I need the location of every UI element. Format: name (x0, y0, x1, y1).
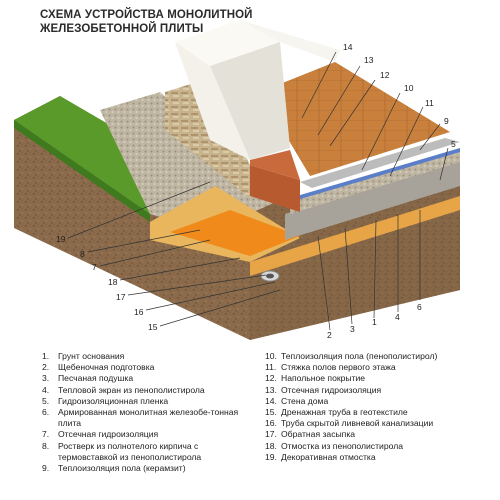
decorative-gravel (100, 92, 280, 232)
legend-item: 7.Отсечная гидроизоляция (42, 429, 159, 440)
title-line-2: ЖЕЛЕЗОБЕТОННОЙ ПЛИТЫ (40, 23, 204, 35)
sand-cushion (250, 196, 460, 276)
legend-item: 12.Напольное покрытие (265, 373, 366, 384)
legend-item: 6.Армированная монолитная железобе-тонна… (42, 407, 239, 429)
title-line-1: СХЕМА УСТРОЙСТВА МОНОЛИТНОЙ (40, 9, 253, 21)
callout-1: 1 (372, 317, 377, 327)
diagram-title: СХЕМА УСТРОЙСТВА МОНОЛИТНОЙ ЖЕЛЕЗОБЕТОНН… (40, 8, 360, 36)
house-wall (175, 20, 340, 160)
callout-3: 3 (350, 324, 355, 334)
legend-item: 4.Тепловой экран из пенополистирола (42, 384, 205, 395)
callout-8: 8 (80, 249, 85, 259)
waterproof-film (290, 148, 460, 202)
legend-item: 3.Песчаная подушка (42, 373, 134, 384)
legend-item: 5.Гидроизоляционная пленка (42, 395, 169, 406)
concrete-slab (285, 160, 460, 240)
callout-7: 7 (92, 262, 97, 272)
callout-15: 15 (148, 322, 158, 332)
foam-blind-area (170, 210, 300, 256)
legend-item: 2.Щебеночная подготовка (42, 362, 155, 373)
legend-item: 19.Декоративная отмостка (265, 451, 376, 462)
callout-17: 17 (116, 292, 126, 302)
legend-item: 17.Обратная засыпка (265, 429, 356, 440)
legend-left-column: 1.Грунт основания 2.Щебеночная подготовк… (42, 351, 252, 474)
drainage-pipe (260, 270, 280, 282)
brick-grillage (250, 165, 300, 212)
legend-item: 8.Ростверк из полнотелого кирпича с терм… (42, 440, 202, 462)
callout-4: 4 (395, 312, 400, 322)
legend-item: 13.Отсечная гидроизоляция (265, 384, 382, 395)
callout-18: 18 (108, 277, 118, 287)
legend-item: 16.Труба скрытой ливневой канализации (265, 418, 434, 429)
screed-layer (300, 138, 460, 188)
legend-item: 14.Стена дома (265, 395, 329, 406)
callout-13: 13 (364, 55, 374, 65)
callout-5: 5 (451, 139, 456, 149)
callout-10: 10 (404, 83, 414, 93)
legend-item: 11.Стяжка полов первого этажа (265, 362, 396, 373)
callout-14: 14 (343, 42, 353, 52)
legend-item: 10.Теплоизоляция пола (пенополистирол) (265, 351, 438, 361)
callout-6: 6 (417, 302, 422, 312)
callout-11: 11 (425, 98, 434, 108)
legend-item: 15.Дренажная труба в геотекстиле (265, 407, 408, 418)
gravel-layer (290, 150, 460, 214)
callout-19: 19 (56, 234, 66, 244)
legend-item: 18.Отмостка из пенополистирола (265, 440, 403, 451)
leader-lines (67, 51, 449, 331)
stone-facing (165, 78, 250, 198)
callout-12: 12 (380, 70, 390, 80)
floor-covering (260, 62, 450, 176)
legend-item: 1.Грунт основания (42, 351, 125, 361)
callout-9: 9 (444, 116, 449, 126)
callout-2: 2 (327, 330, 332, 340)
legend-right-column: 10.Теплоизоляция пола (пенополистирол) 1… (265, 351, 495, 463)
legend-item: 9.Теплоизоляция пола (керамзит) (42, 463, 186, 474)
grass-edge (14, 120, 150, 222)
callout-labels: 14 13 12 10 11 9 5 6 4 1 3 2 19 8 7 18 1… (56, 42, 456, 340)
brick-grillage-top (250, 150, 300, 180)
callout-16: 16 (134, 307, 144, 317)
